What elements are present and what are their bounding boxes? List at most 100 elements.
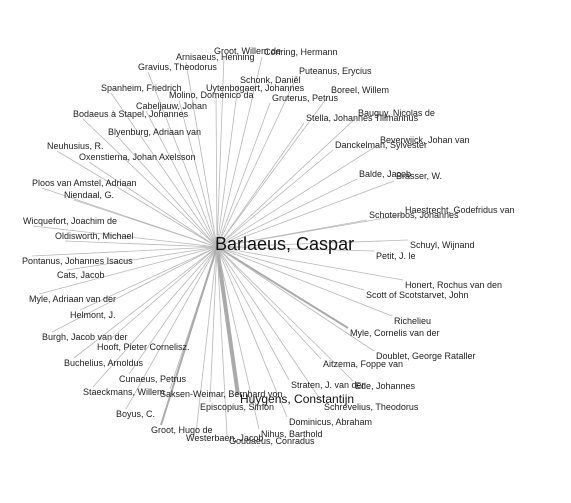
node-label[interactable]: Episcopius, Simon	[200, 402, 274, 412]
edge	[92, 246, 218, 388]
edge	[216, 55, 225, 248]
edge	[215, 92, 218, 248]
node-label[interactable]: Gruterus, Petrus	[272, 93, 339, 103]
node-label[interactable]: Buchelius, Arnoldus	[64, 358, 144, 368]
edge	[128, 246, 218, 375]
edge	[216, 219, 368, 248]
node-label[interactable]: Bodaeus à Stapel, Johannes	[73, 109, 189, 119]
edge	[216, 94, 330, 248]
edge	[178, 99, 218, 248]
node-label[interactable]: Boreel, Willem	[331, 85, 389, 95]
node-label[interactable]: Schuyl, Wijnand	[410, 240, 475, 250]
edge	[216, 239, 409, 248]
edge	[110, 92, 218, 248]
node-label[interactable]: Groot, Hugo de	[151, 425, 213, 435]
edge	[216, 144, 379, 248]
node-label[interactable]: Ede, Johannes	[355, 381, 416, 391]
node-label[interactable]: Straten, J. van der	[291, 380, 365, 390]
node-label[interactable]: Schonk, Daniël	[240, 75, 301, 85]
node-label[interactable]: Huygens, Constantijn	[240, 392, 354, 406]
node-label[interactable]: Burgh, Jacob van der	[42, 332, 128, 342]
node-label[interactable]: Haestrecht, Godefridus van	[405, 205, 515, 215]
node-label[interactable]: Petit, J. le	[376, 251, 416, 261]
edge	[216, 246, 375, 252]
edge	[216, 149, 334, 248]
node-label[interactable]: Doublet, George Rataller	[376, 351, 476, 361]
edge	[216, 180, 395, 248]
node-label[interactable]: Nihus, Barthold	[261, 429, 323, 439]
node-label[interactable]: Neuhusius, R.	[47, 141, 104, 151]
node-label[interactable]: Conring, Hermann	[264, 47, 338, 57]
node-label[interactable]: Westerbaen, Jacob	[186, 433, 263, 443]
node-label[interactable]: Schoterbos, Johannes	[369, 210, 459, 220]
edge	[195, 246, 218, 434]
node-label[interactable]: Myle, Cornelis van der	[350, 328, 440, 338]
node-label[interactable]: Balde, Jacob	[359, 169, 411, 179]
edge	[216, 246, 228, 437]
edge	[216, 102, 271, 248]
node-label[interactable]: Schrevelius, Theodorus	[324, 402, 419, 412]
node-label[interactable]: Bauguy, Nicolas de	[358, 108, 435, 118]
edge	[56, 150, 218, 248]
node-label[interactable]: Aitzema, Foppe van	[323, 359, 403, 369]
edge	[216, 178, 358, 248]
node-label[interactable]: Saksen-Weimar, Bernhard von	[160, 389, 282, 399]
node-label[interactable]: Niendaal, G.	[64, 190, 114, 200]
node-label[interactable]: Honert, Rochus van den	[405, 280, 502, 290]
node-label[interactable]: Cabeljauw, Johan	[136, 101, 207, 111]
edge	[88, 161, 218, 248]
node-label[interactable]: Pontanus, Johannes Isacus	[22, 256, 133, 266]
edge-layer	[31, 55, 409, 437]
node-label[interactable]: Ploos van Amstel, Adriaan	[32, 178, 137, 188]
node-label[interactable]: Stella, Johannes Tillmannus	[306, 113, 419, 123]
edge	[160, 246, 218, 426]
edge	[216, 246, 404, 281]
edge	[31, 246, 218, 257]
node-label[interactable]: Dominicus, Abraham	[289, 417, 372, 427]
node-label[interactable]: Cunaeus, Petrus	[119, 374, 187, 384]
node-label[interactable]: Uytenbogaert, Johannes	[206, 83, 305, 93]
node-label[interactable]: Gravius, Theodorus	[138, 62, 217, 72]
node-label[interactable]: Groot, Willem de	[214, 46, 281, 56]
node-label[interactable]: Brasser, W.	[396, 171, 442, 181]
edge	[82, 118, 218, 248]
edge	[216, 246, 393, 317]
node-label[interactable]: Hooft, Pieter Cornelisz.	[97, 342, 190, 352]
node-label[interactable]: Spanheim, Friedrich	[101, 83, 182, 93]
edge	[215, 246, 240, 396]
node-label[interactable]: Danckelman, Sylvester	[335, 140, 427, 150]
node-label[interactable]: Beverwijck, Johan van	[380, 135, 470, 145]
edge	[216, 246, 365, 291]
node-label[interactable]: Scott of Scotstarvet, John	[366, 290, 469, 300]
node-label[interactable]: Boyus, C.	[116, 409, 155, 419]
edge	[117, 136, 218, 248]
edge	[73, 199, 218, 248]
edge	[216, 246, 323, 403]
node-label[interactable]: Oxenstierna, Johan Axelsson	[79, 152, 196, 162]
edge	[216, 246, 349, 329]
node-label[interactable]: Puteanus, Erycius	[299, 66, 372, 76]
edge	[32, 225, 218, 248]
edge	[66, 246, 218, 271]
node-label[interactable]: Goudaeus, Conradus	[229, 436, 315, 446]
node-label[interactable]: Oldisworth, Michael	[55, 231, 134, 241]
edge	[216, 84, 239, 248]
center-node-label[interactable]: Barlaeus, Caspar	[215, 234, 354, 254]
node-label[interactable]: Staeckmans, Willem	[83, 387, 165, 397]
edge	[216, 246, 354, 382]
node-label[interactable]: Helmont, J.	[70, 310, 116, 320]
edge	[73, 246, 218, 359]
node-label[interactable]: Wicquefort, Joachim de	[23, 216, 117, 226]
node-label[interactable]: Myle, Adriaan van der	[29, 294, 116, 304]
edge	[145, 110, 218, 248]
node-label[interactable]: Arnisaeus, Henning	[176, 52, 255, 62]
node-label[interactable]: Cats, Jacob	[57, 270, 105, 280]
edge	[209, 246, 218, 403]
node-label[interactable]: Molino, Domenico da	[169, 90, 254, 100]
edge	[216, 246, 375, 352]
edge	[216, 246, 290, 381]
node-label[interactable]: Richelieu	[394, 316, 431, 326]
node-label[interactable]: Blyenburg, Adriaan van	[108, 127, 201, 137]
